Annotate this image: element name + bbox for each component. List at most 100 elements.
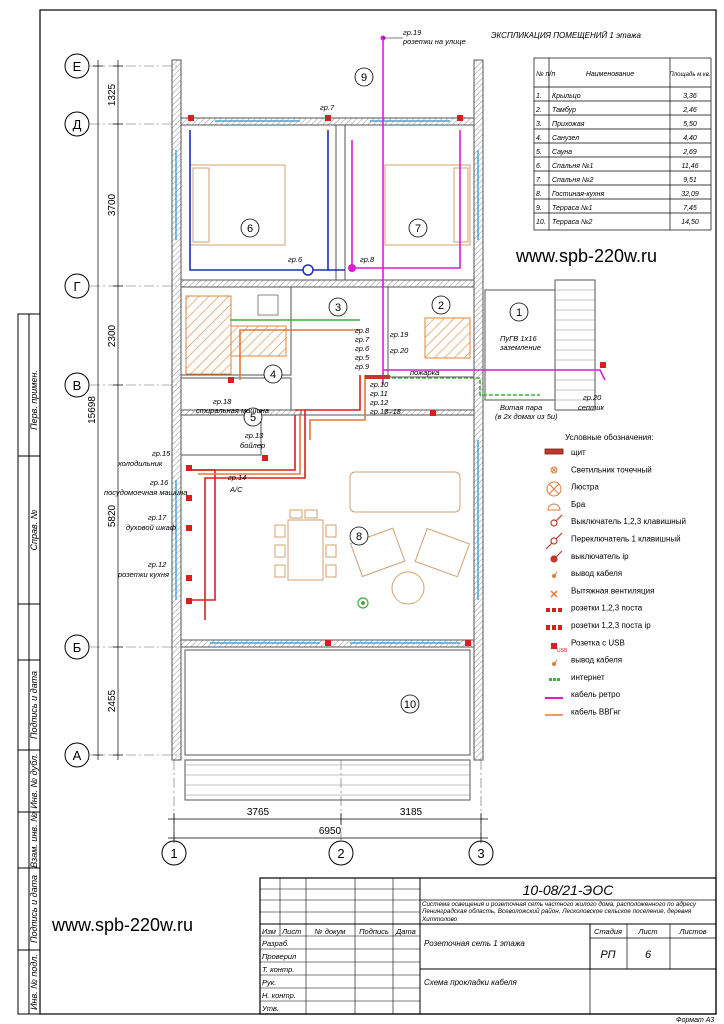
legend-item-label: Бра [571,500,586,509]
cable-red-4 [295,375,361,411]
stamp-col-date: Дата [395,927,416,936]
label-g6: гр.6 [288,255,303,264]
explication-cell: 11,46 [682,163,699,170]
label-g12: гр.12 [148,560,167,569]
label-g19b: гр.19 [390,330,409,339]
legend-item-label: розетки 1,2,3 поста [571,604,643,613]
axis-row-A: А [73,748,82,763]
explication-table: ЭКСПЛИКАЦИЯ ПОМЕЩЕНИЙ 1 этажа № п/п Наим… [491,31,712,231]
margin-strip [17,313,41,1015]
label-g8: гр.8 [360,255,375,264]
explication-cell: 7,45 [683,205,697,212]
explication-cell: 7. [536,177,542,184]
legend-item-label: Розетка с USB [571,638,625,647]
dim-v-15698: 15698 [87,396,98,424]
label-g16-desc: посудомоечная машина [104,488,187,497]
legend-item-label: кабель ретро [571,690,621,699]
cable-blue-bedroom1 [189,130,329,271]
explication-cell: Терраса №2 [552,219,593,226]
format-label: Формат А3 [676,1017,714,1024]
explication-cell: Прихожая [552,121,585,128]
explication-cell: 4. [536,135,542,142]
margin-labels: Перв. примен. Справ. № Подпись и дата Ин… [29,370,39,1010]
explication-cell: 5,50 [683,121,697,128]
label-pugv: ПуГВ 1х16 [500,334,537,343]
stamp-sheets-label: Листов [678,927,706,936]
legend-item-label: вывод кабеля [571,569,622,578]
cable-magenta-bedroom2 [351,130,461,269]
margin-label-0: Перв. примен. [29,370,39,430]
label-g12-desc: розетки кухня [117,570,169,579]
label-g15-desc: холодильник [117,459,163,468]
room-10: 10 [404,699,416,711]
room-2: 2 [438,300,444,312]
room-4: 4 [270,369,276,381]
legend-item-label: Светильник точечный [571,465,652,474]
label-list-b-1: гр.11 [370,389,388,398]
legend-item-label: вывод кабеля [571,656,622,665]
room-3: 3 [335,302,341,314]
explication-cell: 14,50 [681,219,699,226]
label-g20b-desc: септик [578,403,604,412]
axis-col-1: 1 [170,846,177,861]
axis-row-V: В [73,378,82,393]
stamp-stage-label: Стадия [594,927,622,936]
explication-cell: 32,09 [681,191,699,198]
stamp-role-4: Н. контр. [262,991,296,1000]
room-6: 6 [247,223,253,235]
label-g19: гр.19 [403,28,422,37]
label-list-b-2: гр.12 [370,398,389,407]
explication-cell: 2. [535,107,542,114]
title-block-text: 10-08/21-ЭОС Изм Лист № докум Подпись Да… [261,882,714,1024]
label-g20: гр.20 [390,346,409,355]
stamp-description: Система освещения и розеточная сеть част… [422,901,696,923]
axis-row-E: Е [73,59,82,74]
label-pugv-desc: заземление [499,343,541,352]
legend-item-label: интернет [571,673,605,682]
cable-magenta-septic [383,369,606,381]
watermark-url-bottom: www.spb-220w.ru [52,915,194,935]
dim-v-1325: 1325 [107,83,118,106]
stamp-stage: РП [600,949,615,961]
explication-header-0: № п/п [536,71,555,78]
legend-item-label: кабель ВВГнг [571,708,621,717]
legend-item-label: Люстра [571,483,599,492]
legend-title: Условные обозначения: [565,433,654,442]
label-g14: гр.14 [228,473,246,482]
explication-cell: 9,51 [683,177,697,184]
group-labels: гр.19 розетки на улице гр.7 гр.6 гр.8 гр… [104,28,604,579]
dim-h-3185: 3185 [400,807,423,818]
stamp-description-box: Система освещения и розеточная сеть част… [422,901,696,923]
walls [171,59,596,801]
explication-cell: Тамбур [552,106,576,114]
explication-cell: 4,40 [683,135,697,142]
cable-green-ground [380,377,540,396]
legend-item-label: Переключатель 1 клавишный [571,535,681,544]
explication-header-2: Площадь м.кв. [669,72,710,78]
label-g7: гр.7 [320,103,335,112]
label-g18-desc: стиральная машина [196,406,269,415]
explication-cell: 2,46 [682,107,697,114]
margin-label-4: Взам. инв. № [29,812,39,868]
axis-col-2: 2 [337,846,344,861]
stamp-role-1: Проверил [262,952,297,961]
explication-cell: 2,69 [682,149,697,156]
axis-row-B: Б [73,640,82,655]
stamp-col-izm: Изм [262,927,276,936]
stamp-col-doc: № докум [315,927,346,936]
label-g19-desc: розетки на улице [402,37,466,46]
stamp-role-0: Разраб. [262,939,289,948]
axis-row-G: Г [73,279,80,294]
room-7: 7 [415,223,421,235]
explication-cell: 9. [536,205,542,212]
label-g18: гр.18 [213,397,232,406]
margin-label-2: Подпись и дата [29,671,39,739]
explication-cell: 5. [536,149,542,156]
label-g17-desc: духовой шкаф [126,523,177,532]
explication-cell: 1. [536,93,542,100]
label-pozharka: пожарка [410,368,439,377]
margin-label-5: Подпись и дата [29,875,39,943]
explication-cell: Сауна [552,149,572,156]
explication-cell: Крыльцо [552,93,581,100]
